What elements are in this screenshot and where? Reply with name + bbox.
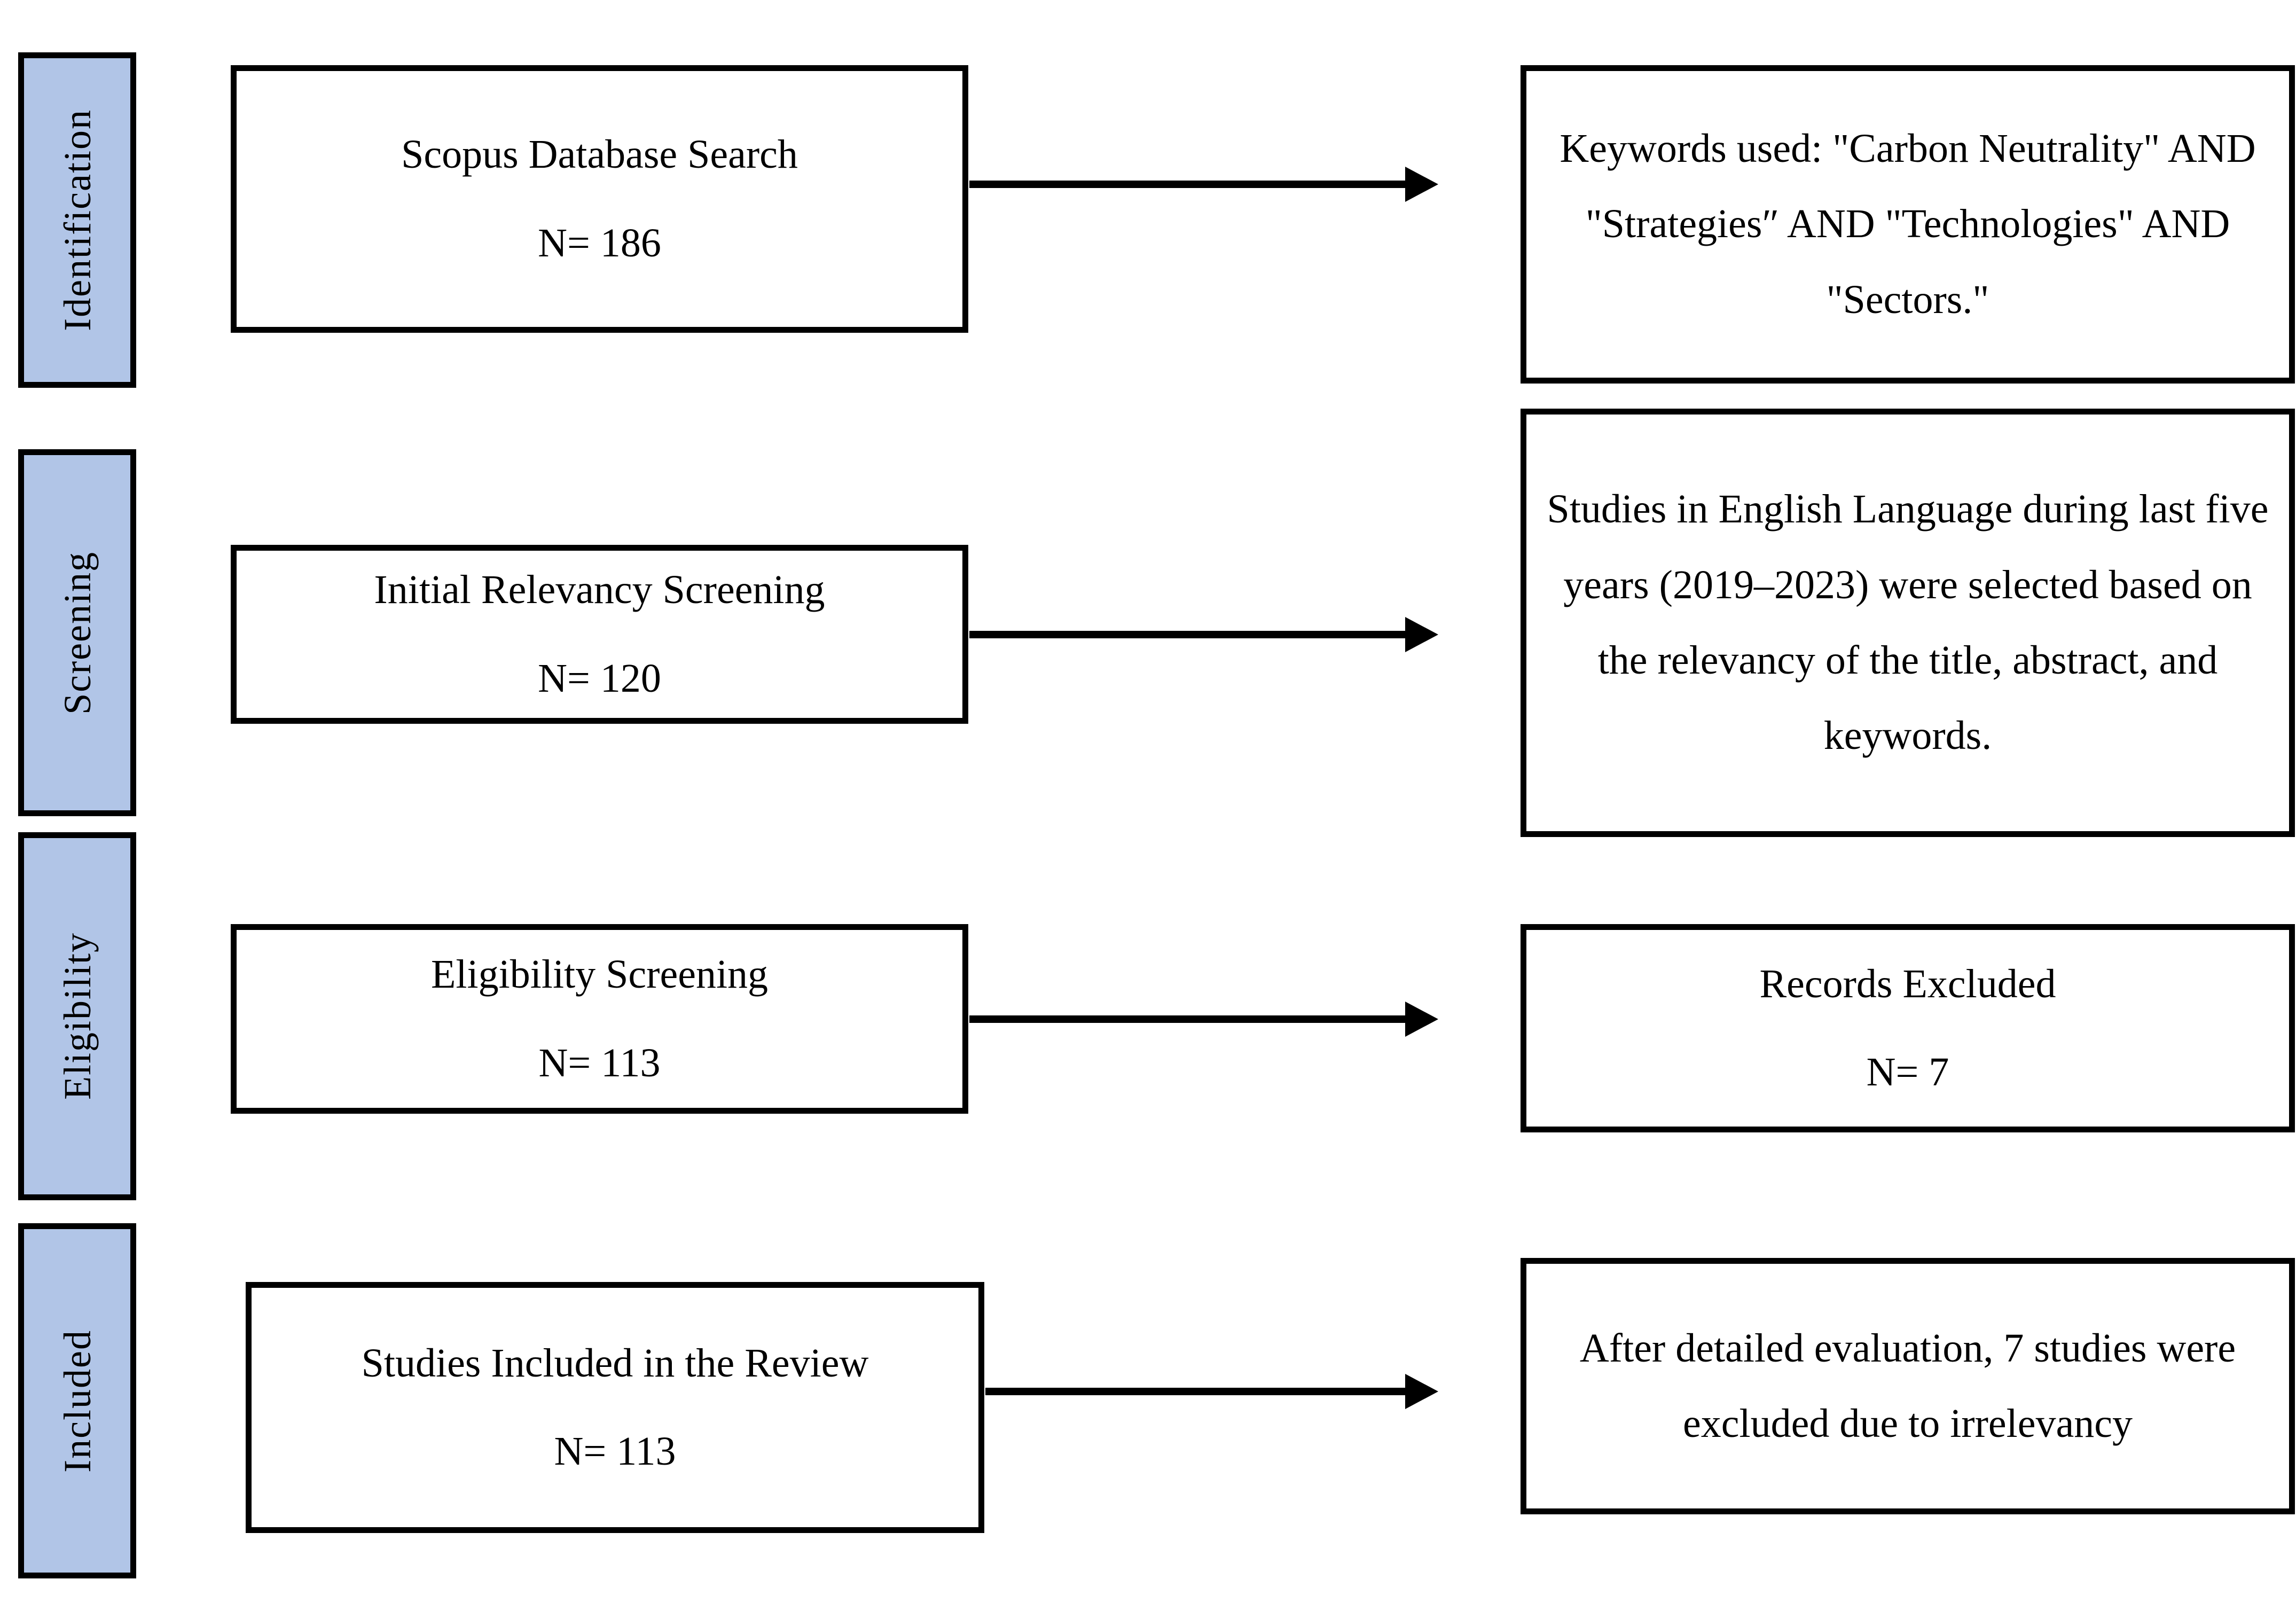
stage-bar-identification: Identification [18,52,136,388]
flow-box-studies-included: Studies Included in the Review N= 113 [246,1282,984,1533]
flow-box-exclusion-reason: After detailed evaluation, 7 studies wer… [1521,1258,2295,1514]
arrow-head-icon [1405,167,1438,202]
flow-box-keywords-used: Keywords used: "Carbon Neutrality" AND "… [1521,65,2295,384]
flow-box-count: N= 7 [1866,1050,1949,1094]
flow-box-text: Studies in English Language during last … [1547,487,2269,759]
flow-box-initial-relevancy-screening: Initial Relevancy Screening N= 120 [231,545,968,724]
stage-label-identification: Identification [56,109,99,331]
flow-box-count: N= 120 [538,655,661,701]
stage-bar-screening: Screening [18,449,136,816]
flow-box-text: Keywords used: "Carbon Neutrality" AND "… [1560,126,2256,322]
flow-box-title: Eligibility Screening [430,952,769,997]
flow-box-title: Studies Included in the Review [361,1340,869,1386]
stage-bar-included: Included [18,1223,136,1578]
arrow-head-icon [1405,617,1438,652]
stage-label-screening: Screening [56,551,99,715]
stage-bar-eligibility: Eligibility [18,832,136,1200]
arrow-head-icon [1405,1374,1438,1409]
flow-box-count: N= 113 [538,1040,661,1085]
flow-box-title: Records Excluded [1759,961,2056,1006]
stage-label-eligibility: Eligibility [56,932,99,1100]
arrow-shaft [969,1015,1407,1023]
flow-box-title: Initial Relevancy Screening [374,567,825,613]
flow-box-records-excluded: Records Excluded N= 7 [1521,924,2295,1132]
stage-label-included: Included [56,1329,99,1473]
flow-box-screening-criteria: Studies in English Language during last … [1521,409,2295,837]
flow-box-eligibility-screening: Eligibility Screening N= 113 [231,924,968,1114]
flow-box-text: After detailed evaluation, 7 studies wer… [1579,1325,2236,1446]
arrow-shaft [969,631,1407,638]
flow-box-scopus-database-search: Scopus Database Search N= 186 [231,65,968,333]
arrow-shaft [969,181,1407,188]
flow-box-count: N= 186 [538,220,661,265]
arrow-shaft [985,1388,1407,1395]
flow-box-count: N= 113 [554,1429,676,1474]
arrow-head-icon [1405,1002,1438,1037]
flow-box-title: Scopus Database Search [401,132,798,177]
